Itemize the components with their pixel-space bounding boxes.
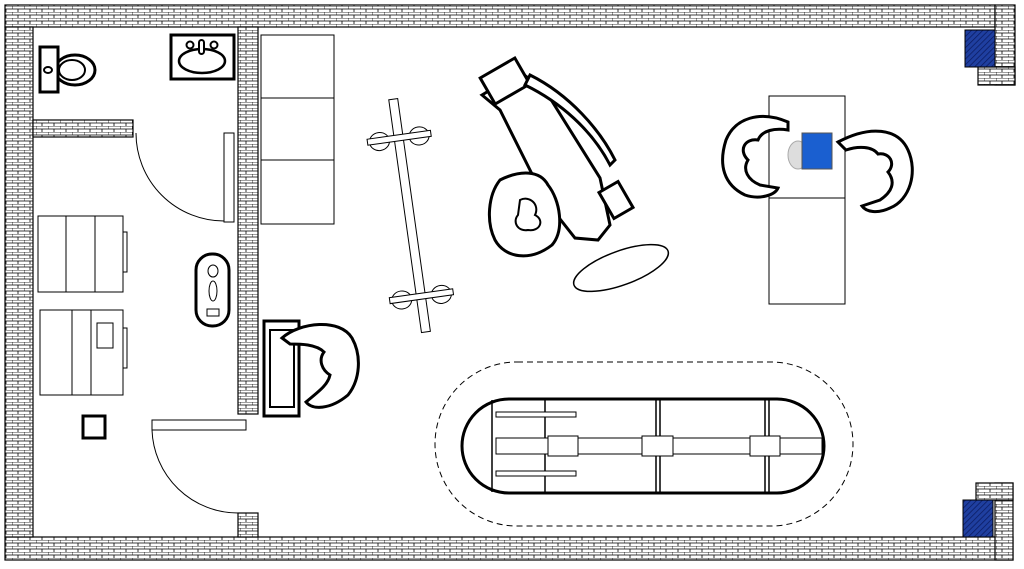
wall-partition (237, 26, 259, 415)
dental-chair (478, 55, 670, 293)
wall-right-bottom-stub (975, 482, 1014, 501)
desk-chair-right (835, 129, 914, 214)
wall-partition-stub (237, 512, 259, 538)
floor-drain (81, 414, 107, 440)
walls (4, 4, 1016, 561)
wall-bathroom (32, 119, 134, 138)
desk-chair-left (721, 114, 790, 199)
wall-right-top-stub (977, 66, 1016, 86)
shelving-unit (260, 34, 335, 225)
cabinet-1 (37, 215, 128, 293)
wall-top (4, 4, 996, 28)
computer-monitor-icon (787, 132, 833, 170)
entrance-door[interactable] (151, 419, 247, 514)
toilet-icon (38, 45, 97, 94)
treatment-table (434, 361, 854, 527)
bathroom-door[interactable] (135, 132, 235, 223)
clearance-zone (434, 361, 854, 527)
window-column-top (964, 29, 996, 68)
wall-left (4, 26, 34, 538)
sterilizer-unit (194, 252, 231, 328)
coat-rack (366, 98, 455, 334)
cabinet-2 (39, 309, 128, 396)
wall-bottom (4, 536, 1014, 561)
window-column-bottom (962, 499, 994, 538)
waiting-seat (262, 319, 360, 418)
sink-icon (169, 33, 236, 81)
